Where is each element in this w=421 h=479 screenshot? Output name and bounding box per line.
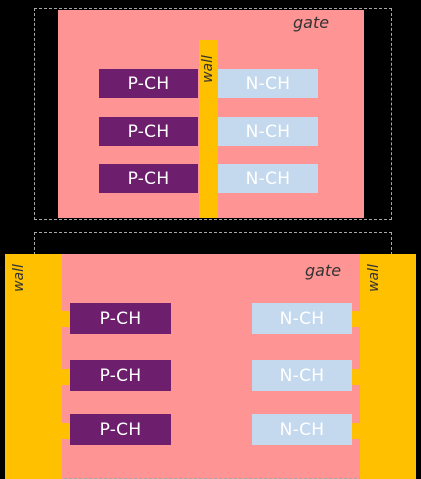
top-p-channel-1: P-CH bbox=[99, 69, 198, 98]
top-n-channel-2: N-CH bbox=[218, 117, 318, 146]
bottom-right-wall-label: wall bbox=[366, 264, 382, 292]
top-gate-label: gate bbox=[293, 13, 330, 32]
left-wall-tooth-2 bbox=[62, 369, 70, 385]
top-wall-label: wall bbox=[200, 55, 216, 83]
bottom-left-wall bbox=[5, 254, 62, 479]
top-p-channel-3: P-CH bbox=[99, 164, 198, 193]
right-wall-tooth-2 bbox=[352, 369, 360, 385]
top-p-channel-2: P-CH bbox=[99, 117, 198, 146]
left-wall-tooth-1 bbox=[62, 311, 70, 327]
bottom-p-channel-3: P-CH bbox=[70, 414, 171, 445]
top-center-wall bbox=[199, 40, 218, 218]
top-diagram: gate wall P-CH P-CH P-CH N-CH N-CH N-CH bbox=[0, 0, 421, 232]
bottom-right-wall bbox=[360, 254, 416, 479]
bottom-n-channel-1: N-CH bbox=[252, 303, 352, 334]
top-n-channel-1: N-CH bbox=[218, 69, 318, 98]
left-wall-tooth-3 bbox=[62, 423, 70, 439]
bottom-n-channel-2: N-CH bbox=[252, 360, 352, 391]
bottom-left-wall-label: wall bbox=[11, 264, 27, 292]
bottom-gate-label: gate bbox=[305, 261, 342, 280]
right-wall-tooth-3 bbox=[352, 423, 360, 439]
bottom-diagram: gate wall wall P-CH P-CH P-CH N-CH N-CH … bbox=[0, 232, 421, 479]
top-n-channel-3: N-CH bbox=[218, 164, 318, 193]
top-dashed-boundary bbox=[34, 8, 392, 220]
bottom-n-channel-3: N-CH bbox=[252, 414, 352, 445]
bottom-p-channel-1: P-CH bbox=[70, 303, 171, 334]
right-wall-tooth-1 bbox=[352, 311, 360, 327]
bottom-p-channel-2: P-CH bbox=[70, 360, 171, 391]
